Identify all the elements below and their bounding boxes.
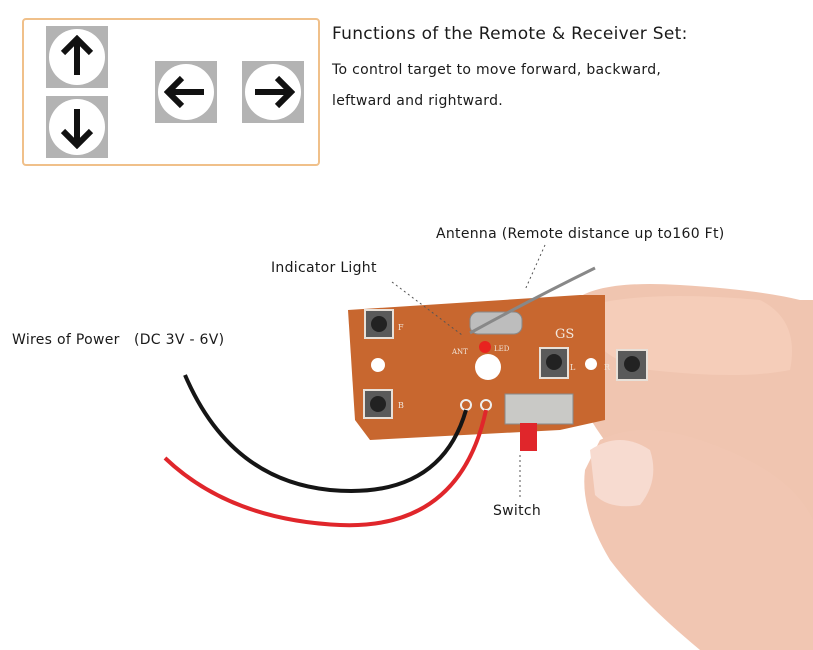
label-gs: GS: [555, 327, 574, 342]
label-f: F: [398, 323, 404, 332]
label-ant: ANT: [451, 348, 468, 356]
left-arrow-icon: [155, 61, 217, 123]
up-arrow-icon: [46, 26, 108, 88]
right-arrow-icon: [242, 61, 304, 123]
antenna-wire: [469, 266, 596, 335]
thumbnail: [590, 440, 654, 507]
button-r: [616, 349, 648, 381]
label-led: LED: [494, 345, 510, 353]
switch-callout: Switch: [493, 503, 542, 519]
switch-lever: [520, 423, 537, 451]
antenna-callout: Antenna (Remote distance up to160 Ft): [436, 226, 725, 242]
label-r: R: [604, 363, 611, 372]
slide-switch: [504, 393, 574, 425]
functions-title: Functions of the Remote & Receiver Set:: [332, 24, 688, 44]
red-wire: [163, 409, 488, 528]
indicator-light-callout: Indicator Light: [271, 260, 377, 276]
label-l: L: [570, 363, 576, 372]
direction-panel: [22, 18, 320, 166]
mount-hole-small: [585, 358, 597, 370]
button-l: [539, 347, 569, 379]
led-indicator: [479, 341, 491, 353]
button-f: [364, 309, 394, 339]
power-wires-callout: Wires of Power (DC 3V - 6V): [12, 332, 225, 348]
label-b: B: [398, 401, 404, 410]
black-wire: [183, 374, 468, 493]
crystal: [469, 311, 523, 335]
mount-hole-large: [475, 354, 501, 380]
functions-desc-line1: To control target to move forward, backw…: [332, 62, 662, 78]
mount-hole: [371, 358, 385, 372]
down-arrow-icon: [46, 96, 108, 158]
functions-desc-line2: leftward and rightward.: [332, 93, 504, 109]
button-b: [363, 389, 393, 419]
